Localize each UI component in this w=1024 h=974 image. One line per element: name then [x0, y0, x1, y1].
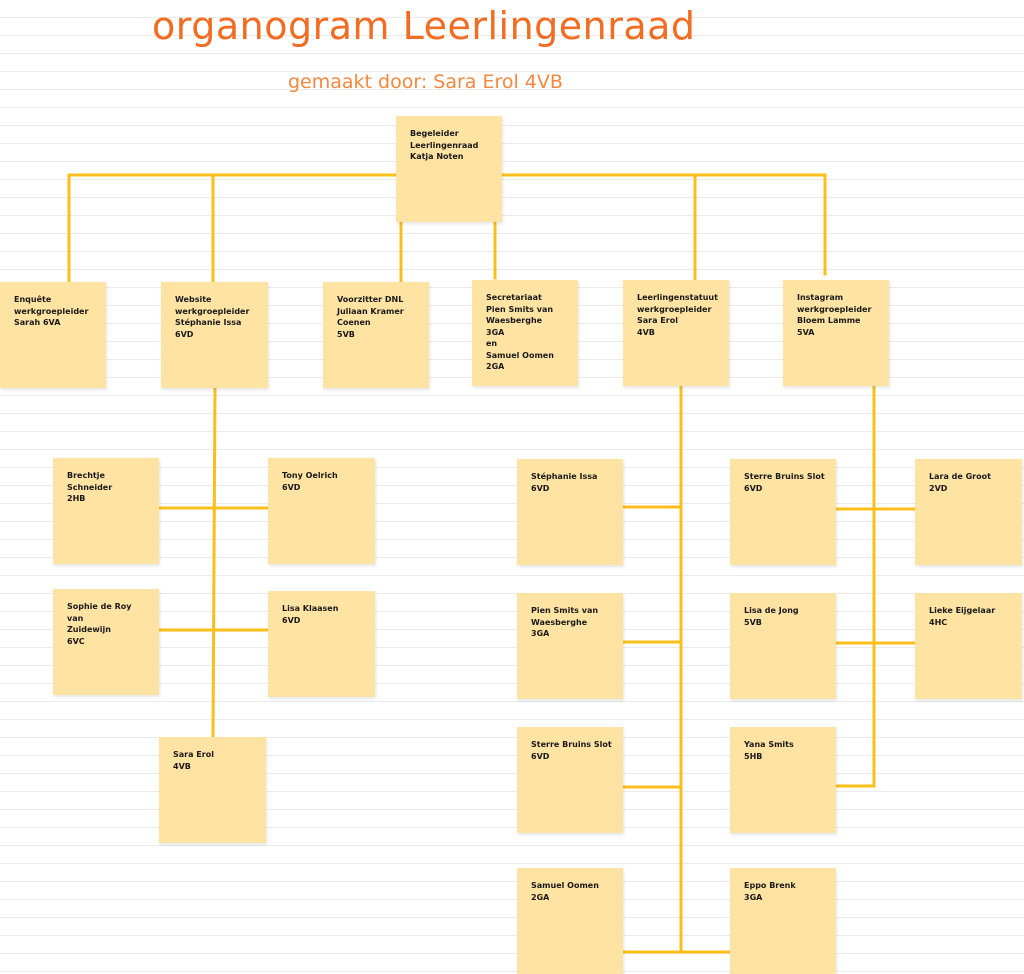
node-secretariaat: Secretariaat Pien Smits van Waesberghe 3… — [472, 280, 578, 386]
node-insta-lisa: Lisa de Jong 5VB — [730, 593, 836, 699]
node-stat-pien: Pien Smits van Waesberghe 3GA — [517, 593, 623, 699]
node-begeleider: Begeleider Leerlingenraad Katja Noten — [396, 116, 502, 222]
node-leerlingenstatuut: Leerlingenstatuut werkgroepleider Sara E… — [623, 280, 729, 386]
node-insta-yana: Yana Smits 5HB — [730, 727, 836, 833]
connector-website-trunk — [211, 385, 217, 739]
node-voorzitter: Voorzitter DNL Juliaan Kramer Coenen 5VB — [323, 282, 429, 388]
page-title: organogram Leerlingenraad — [152, 4, 696, 48]
node-enquete: Enquête werkgroepleider Sarah 6VA — [0, 282, 106, 388]
node-website: Website werkgroepleider Stéphanie Issa 6… — [161, 282, 268, 388]
node-stat-stephanie: Stéphanie Issa 6VD — [517, 459, 623, 565]
node-insta-lieke: Lieke Eijgelaar 4HC — [915, 593, 1022, 699]
node-web-lisa: Lisa Klaasen 6VD — [268, 591, 375, 697]
page-subtitle: gemaakt door: Sara Erol 4VB — [288, 71, 563, 93]
node-web-tony: Tony Oelrich 6VD — [268, 458, 375, 564]
node-web-sophie: Sophie de Roy van Zuidewijn 6VC — [53, 589, 159, 695]
node-insta-sterre: Sterre Bruins Slot 6VD — [730, 459, 836, 565]
node-stat-samuel: Samuel Oomen 2GA — [517, 868, 623, 974]
node-stat-eppo: Eppo Brenk 3GA — [730, 868, 836, 974]
node-insta-lara: Lara de Groot 2VD — [915, 459, 1022, 565]
node-stat-sterre: Sterre Bruins Slot 6VD — [517, 727, 623, 833]
node-instagram: Instagram werkgroepleider Bloem Lamme 5V… — [783, 280, 889, 386]
node-web-brechtje: Brechtje Schneider 2HB — [53, 458, 159, 564]
node-web-sara: Sara Erol 4VB — [159, 737, 266, 843]
